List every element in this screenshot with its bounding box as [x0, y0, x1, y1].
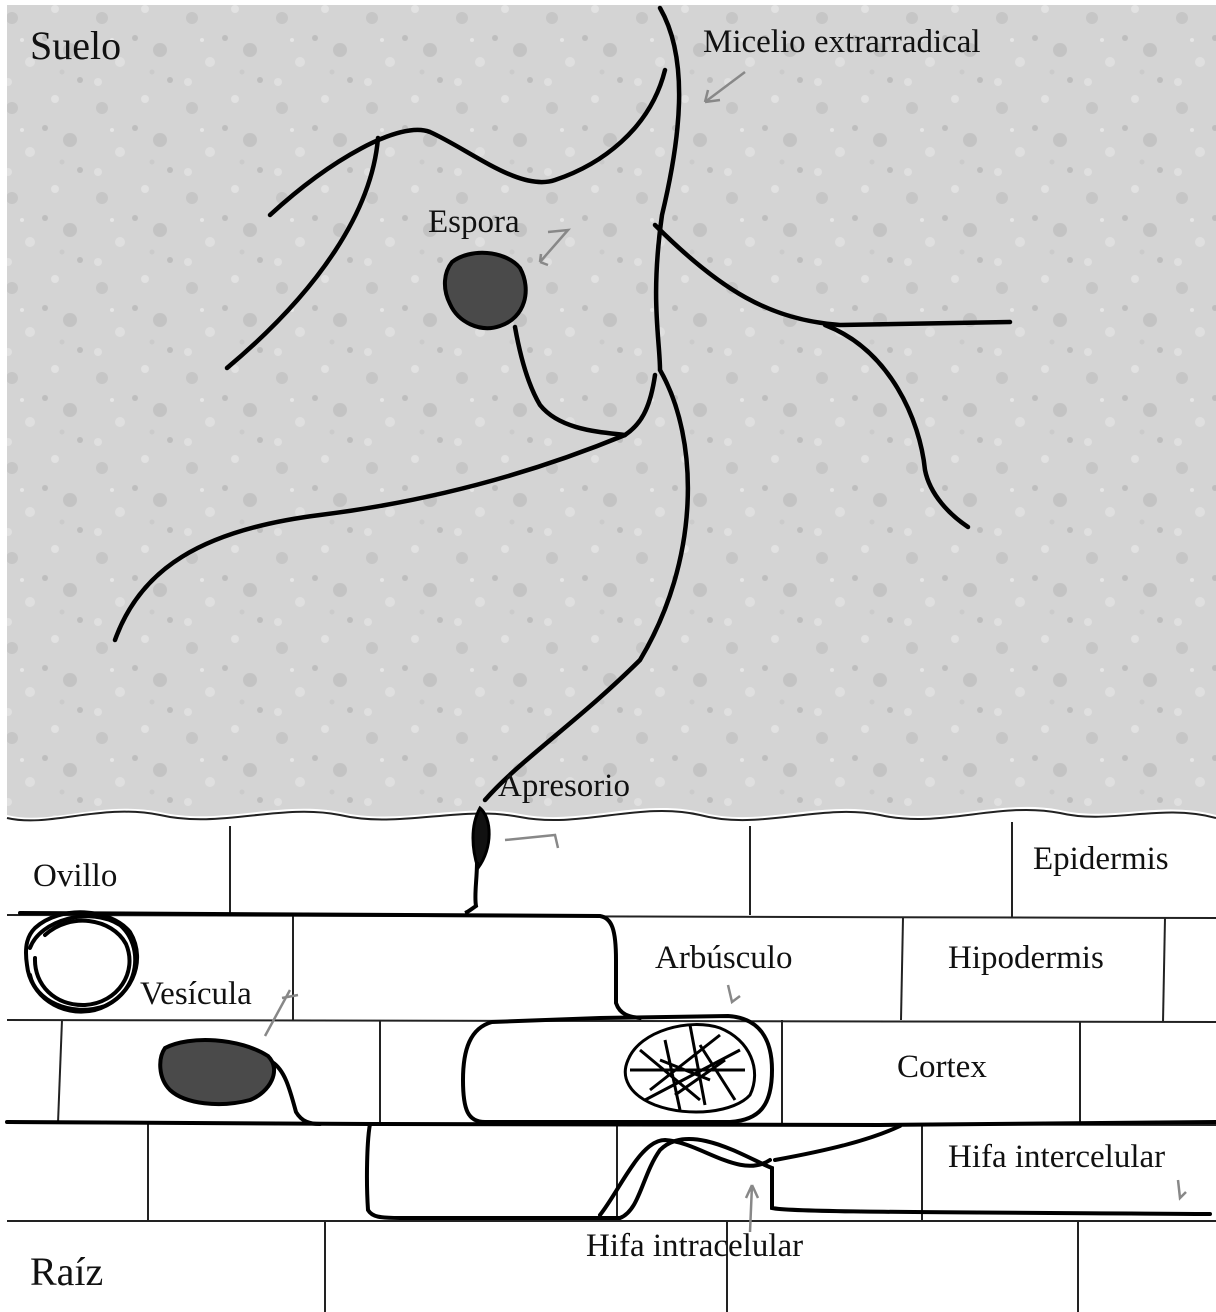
arbuscule-label: Arbúsculo — [655, 942, 792, 975]
extraradical-mycelium-label: Micelio extrarradical — [703, 26, 981, 59]
soil-region — [7, 5, 1216, 818]
appressorium-label: Apresorio — [498, 770, 630, 803]
penetration-hypha — [465, 862, 477, 913]
vesicle — [160, 1040, 274, 1104]
intracellular-pointer-arrow — [746, 1185, 758, 1232]
cortex-label: Cortex — [897, 1051, 987, 1084]
appressorium — [473, 808, 489, 868]
spore — [445, 253, 526, 328]
arbuscule-pointer-arrow — [728, 985, 740, 1002]
intracellular-hypha-label: Hifa intracelular — [586, 1230, 803, 1263]
intercellular-hypha-label: Hifa intercelular — [948, 1141, 1165, 1174]
epidermis-label: Epidermis — [1033, 843, 1169, 876]
vesicle-label: Vesícula — [140, 978, 252, 1011]
hypodermis-label: Hipodermis — [948, 942, 1104, 975]
soil-region-label: Suelo — [30, 26, 121, 66]
appressorium-pointer-arrow — [505, 835, 558, 848]
spore-label: Espora — [428, 206, 520, 239]
root-region-label: Raíz — [30, 1252, 103, 1292]
coil-label: Ovillo — [33, 860, 117, 893]
arbuscule — [625, 1025, 754, 1112]
intercellular-pointer-arrow — [1178, 1180, 1186, 1198]
